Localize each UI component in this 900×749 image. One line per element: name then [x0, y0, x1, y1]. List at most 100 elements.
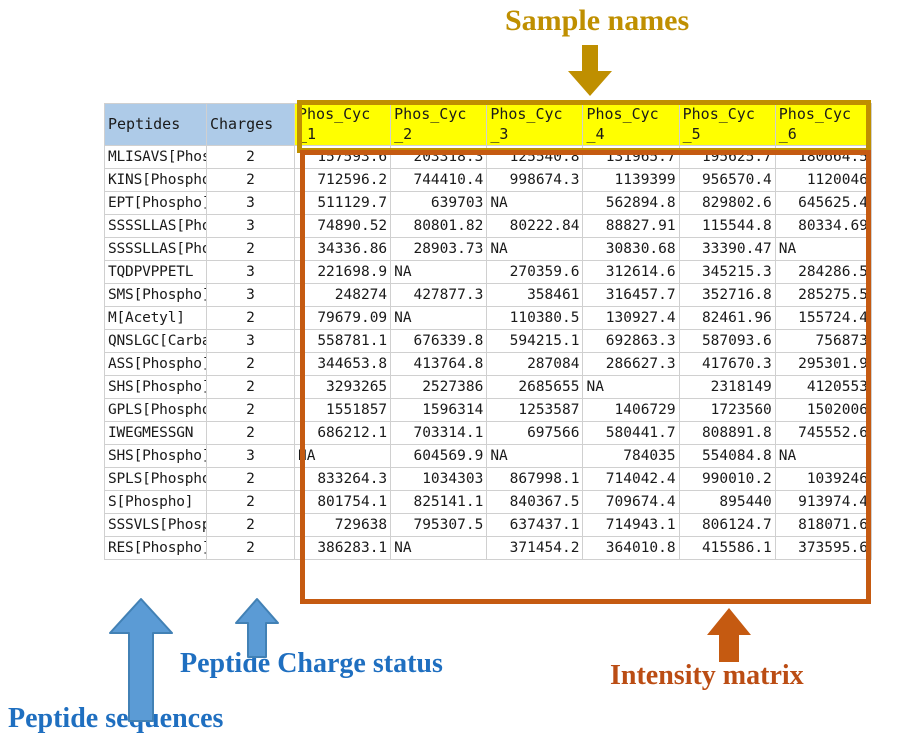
intensity-cell[interactable]: 316457.7	[582, 282, 680, 307]
intensity-cell[interactable]: 1551857	[293, 397, 392, 422]
intensity-cell[interactable]: 1034303	[390, 466, 488, 491]
intensity-cell[interactable]: 155724.4	[774, 305, 872, 330]
intensity-cell-na[interactable]: NA	[390, 259, 488, 284]
peptide-intensity-spreadsheet[interactable]: Peptides Charges Phos_Cyc _1 Phos_Cyc _2…	[104, 103, 872, 560]
intensity-cell[interactable]: 1120046	[774, 167, 872, 192]
intensity-cell[interactable]: 756873	[774, 328, 872, 353]
intensity-cell[interactable]: 295301.9	[774, 351, 872, 376]
peptide-charge-cell[interactable]: 2	[206, 144, 295, 169]
intensity-cell[interactable]: 34336.86	[293, 236, 392, 261]
intensity-cell[interactable]: 371454.2	[486, 535, 584, 560]
intensity-cell[interactable]: 358461	[486, 282, 584, 307]
intensity-cell[interactable]: 82461.96	[678, 305, 776, 330]
peptide-charge-cell[interactable]: 2	[206, 466, 295, 491]
peptide-charge-cell[interactable]: 2	[206, 535, 295, 560]
intensity-cell[interactable]: 956570.4	[678, 167, 776, 192]
intensity-cell[interactable]: 427877.3	[390, 282, 488, 307]
intensity-cell[interactable]: 352716.8	[678, 282, 776, 307]
peptide-sequence-cell[interactable]: QNSLGC[Carbamidomethyl]	[104, 328, 207, 353]
intensity-cell[interactable]: 554084.8	[678, 443, 776, 468]
peptide-sequence-cell[interactable]: SSSSLLAS[Phospho]	[104, 213, 207, 238]
intensity-cell[interactable]: 312614.6	[582, 259, 680, 284]
peptide-sequence-cell[interactable]: SSSVLS[Phospho]	[104, 512, 207, 537]
peptide-charge-cell[interactable]: 2	[206, 489, 295, 514]
intensity-cell[interactable]: 1406729	[582, 397, 680, 422]
column-header-peptides[interactable]: Peptides	[104, 103, 207, 146]
peptide-charge-cell[interactable]: 2	[206, 351, 295, 376]
peptide-sequence-cell[interactable]: IWEGMESSGN	[104, 420, 207, 445]
column-header-sample-3[interactable]: Phos_Cyc _3	[486, 103, 584, 146]
intensity-cell[interactable]: 115544.8	[678, 213, 776, 238]
intensity-cell[interactable]: 417670.3	[678, 351, 776, 376]
intensity-cell[interactable]: 709674.4	[582, 489, 680, 514]
intensity-cell[interactable]: 712596.2	[293, 167, 392, 192]
intensity-cell[interactable]: 604569.9	[390, 443, 488, 468]
intensity-cell[interactable]: 686212.1	[293, 420, 392, 445]
intensity-cell[interactable]: 80801.82	[390, 213, 488, 238]
intensity-cell[interactable]: 373595.6	[774, 535, 872, 560]
intensity-cell[interactable]: 895440	[678, 489, 776, 514]
peptide-sequence-cell[interactable]: ASS[Phospho]	[104, 351, 207, 376]
intensity-cell[interactable]: 795307.5	[390, 512, 488, 537]
intensity-cell[interactable]: 587093.6	[678, 328, 776, 353]
intensity-cell[interactable]: 3293265	[293, 374, 392, 399]
intensity-cell[interactable]: 676339.8	[390, 328, 488, 353]
peptide-charge-cell[interactable]: 2	[206, 420, 295, 445]
intensity-cell[interactable]: 30830.68	[582, 236, 680, 261]
intensity-cell[interactable]: 180664.5	[774, 144, 872, 169]
peptide-charge-cell[interactable]: 2	[206, 236, 295, 261]
intensity-cell[interactable]: 131965.7	[582, 144, 680, 169]
intensity-cell[interactable]: 829802.6	[678, 190, 776, 215]
peptide-sequence-cell[interactable]: RES[Phospho]	[104, 535, 207, 560]
intensity-cell[interactable]: 784035	[582, 443, 680, 468]
intensity-cell[interactable]: 33390.47	[678, 236, 776, 261]
intensity-cell[interactable]: 1596314	[390, 397, 488, 422]
intensity-cell[interactable]: 637437.1	[486, 512, 584, 537]
intensity-cell[interactable]: 714042.4	[582, 466, 680, 491]
peptide-charge-cell[interactable]: 3	[206, 259, 295, 284]
intensity-cell[interactable]: 80334.69	[774, 213, 872, 238]
intensity-cell[interactable]: 2318149	[678, 374, 776, 399]
intensity-cell[interactable]: 729638	[293, 512, 392, 537]
intensity-cell[interactable]: 645625.4	[774, 190, 872, 215]
peptide-charge-cell[interactable]: 2	[206, 512, 295, 537]
intensity-cell[interactable]: 221698.9	[293, 259, 392, 284]
intensity-cell[interactable]: 270359.6	[486, 259, 584, 284]
peptide-sequence-cell[interactable]: EPT[Phospho]	[104, 190, 207, 215]
intensity-cell[interactable]: 867998.1	[486, 466, 584, 491]
intensity-cell[interactable]: 125540.8	[486, 144, 584, 169]
intensity-cell[interactable]: 364010.8	[582, 535, 680, 560]
intensity-cell-na[interactable]: NA	[390, 535, 488, 560]
intensity-cell[interactable]: 703314.1	[390, 420, 488, 445]
peptide-sequence-cell[interactable]: SPLS[Phospho]	[104, 466, 207, 491]
peptide-charge-cell[interactable]: 3	[206, 213, 295, 238]
intensity-cell[interactable]: 806124.7	[678, 512, 776, 537]
intensity-cell[interactable]: 415586.1	[678, 535, 776, 560]
intensity-cell-na[interactable]: NA	[774, 443, 872, 468]
peptide-sequence-cell[interactable]: MLISAVS[Phospho]	[104, 144, 207, 169]
intensity-cell[interactable]: 562894.8	[582, 190, 680, 215]
intensity-cell[interactable]: 2527386	[390, 374, 488, 399]
intensity-cell[interactable]: 1502006	[774, 397, 872, 422]
intensity-cell[interactable]: 110380.5	[486, 305, 584, 330]
intensity-cell[interactable]: 1253587	[486, 397, 584, 422]
column-header-sample-2[interactable]: Phos_Cyc _2	[390, 103, 488, 146]
peptide-charge-cell[interactable]: 2	[206, 374, 295, 399]
intensity-cell[interactable]: 833264.3	[293, 466, 392, 491]
intensity-cell[interactable]: 745552.6	[774, 420, 872, 445]
peptide-sequence-cell[interactable]: GPLS[Phospho]	[104, 397, 207, 422]
intensity-cell[interactable]: 88827.91	[582, 213, 680, 238]
intensity-cell[interactable]: 79679.09	[293, 305, 392, 330]
intensity-cell[interactable]: 28903.73	[390, 236, 488, 261]
intensity-cell-na[interactable]: NA	[486, 443, 584, 468]
intensity-cell-na[interactable]: NA	[774, 236, 872, 261]
intensity-cell[interactable]: 1139399	[582, 167, 680, 192]
column-header-sample-6[interactable]: Phos_Cyc _6	[774, 103, 872, 146]
intensity-cell[interactable]: 692863.3	[582, 328, 680, 353]
intensity-cell[interactable]: 130927.4	[582, 305, 680, 330]
column-header-sample-4[interactable]: Phos_Cyc _4	[582, 103, 680, 146]
intensity-cell[interactable]: 344653.8	[293, 351, 392, 376]
intensity-cell[interactable]: 74890.52	[293, 213, 392, 238]
intensity-cell-na[interactable]: NA	[582, 374, 680, 399]
intensity-cell[interactable]: 287084	[486, 351, 584, 376]
